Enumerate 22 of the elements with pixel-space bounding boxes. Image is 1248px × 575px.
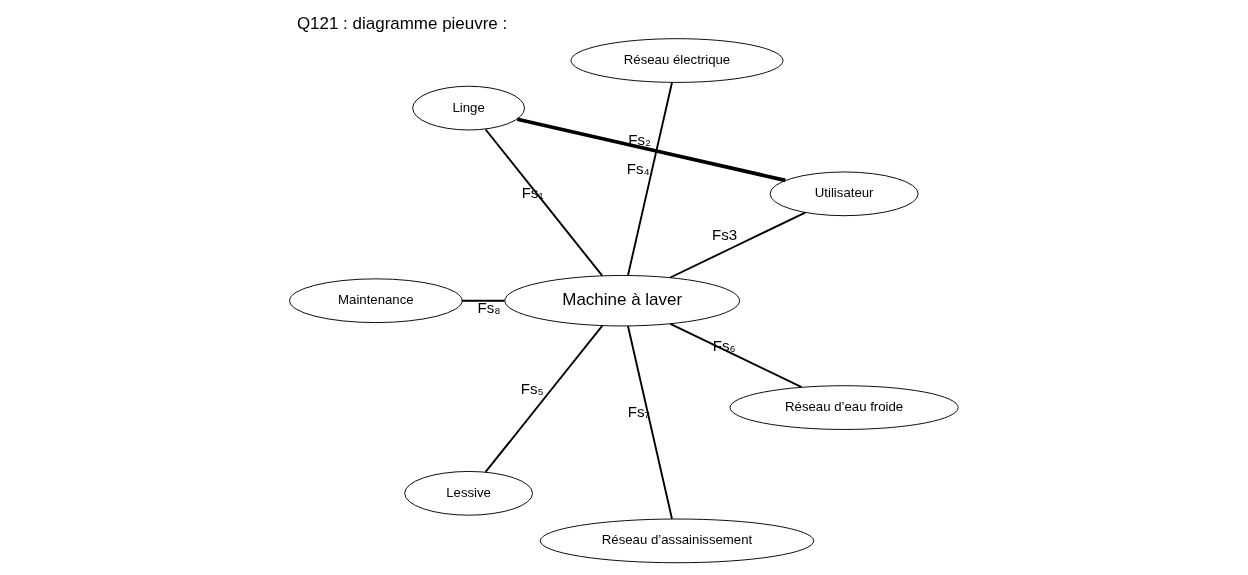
node-ellipse: Machine à laver [504,275,741,327]
edge-label: Fs₂ [628,130,651,148]
edge-label: Fs₈ [477,298,501,316]
connector [669,322,803,389]
node-ellipse: Réseau d’eau froide [729,385,959,430]
connector [516,117,786,183]
edge-label: Fs₅ [520,379,544,397]
node-ellipse: Utilisateur [769,171,919,217]
connector [669,211,807,279]
edge-label: Fs₄ [626,160,650,178]
connector [461,299,506,302]
edge-label: Fs3 [712,226,738,244]
node-ellipse: Réseau d’assainissement [539,518,815,564]
connector [627,325,673,520]
node-ellipse: Maintenance [289,278,463,324]
node-ellipse: Réseau électrique [570,38,784,83]
connector [484,128,604,277]
connector [484,324,604,473]
connector [627,81,673,277]
diagram-title: Q121 : diagramme pieuvre : [296,14,508,34]
node-ellipse: Linge [412,85,525,131]
node-ellipse: Lessive [404,470,533,516]
